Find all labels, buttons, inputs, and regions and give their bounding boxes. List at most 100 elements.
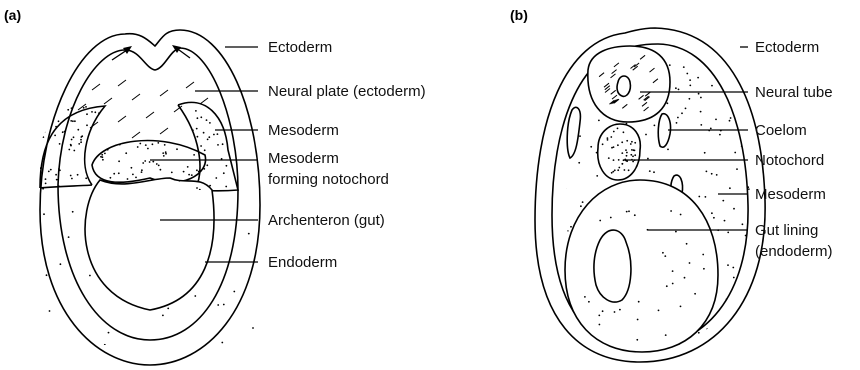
stipple-dot (78, 143, 80, 145)
stipple-dot (67, 109, 69, 111)
stipple-dot (94, 111, 96, 113)
label-neural-plate-a: Neural plate (ectoderm) (268, 83, 426, 100)
stipple-dot (690, 50, 692, 52)
stipple-dot (747, 157, 749, 159)
stipple-dot (746, 132, 748, 134)
label-gut-lining-line2: (endoderm) (755, 243, 833, 260)
stipple-dot (49, 310, 51, 312)
stipple-dot (689, 98, 691, 100)
stipple-dot (102, 123, 104, 125)
stipple-dot (711, 85, 713, 87)
stipple-dot (73, 136, 75, 138)
stipple-dot (672, 283, 674, 285)
stipple-dot (611, 147, 613, 149)
stipple-dot (741, 145, 743, 147)
stipple-dot (721, 53, 723, 55)
stipple-dot (127, 178, 129, 180)
stipple-dot (51, 104, 53, 106)
stipple-dot (222, 143, 224, 145)
stipple-dot (191, 174, 193, 176)
stipple-dot (193, 154, 195, 156)
stipple-dot (631, 149, 633, 151)
stipple-dot (612, 171, 614, 173)
stipple-dot (85, 177, 87, 179)
stipple-dot (613, 159, 615, 161)
stipple-dot (83, 107, 85, 109)
stipple-dot (228, 112, 230, 114)
stipple-dot (218, 111, 220, 113)
stipple-dot (573, 92, 575, 94)
stipple-dot (59, 143, 61, 145)
stipple-dot (617, 144, 619, 146)
stipple-dot (176, 148, 178, 150)
stipple-dot (602, 143, 604, 145)
stipple-dot (200, 97, 202, 99)
stipple-dot (100, 138, 102, 140)
stipple-dot (223, 304, 225, 306)
stipple-dot (200, 116, 202, 118)
stipple-dot (632, 155, 634, 157)
stipple-dot (197, 136, 199, 138)
stipple-dot (87, 166, 89, 168)
stipple-dot (742, 316, 744, 318)
stipple-dot (630, 154, 632, 156)
stipple-dot (719, 339, 721, 341)
stipple-dot (557, 232, 559, 234)
stipple-dot (732, 291, 734, 293)
stipple-dot (558, 301, 560, 303)
stipple-dot (167, 308, 169, 310)
panel-a: (a) (4, 7, 426, 365)
stipple-dot (158, 165, 160, 167)
stipple-dot (182, 167, 184, 169)
stipple-dot (749, 176, 751, 178)
stipple-dot (89, 162, 91, 164)
stipple-dot (171, 172, 173, 174)
neural-plate-dashes (78, 80, 208, 138)
stipple-dot (237, 146, 239, 148)
gut-lining (565, 180, 718, 352)
stipple-dot (606, 350, 608, 352)
stipple-dot (80, 139, 82, 141)
stipple-dot (176, 154, 178, 156)
stipple-dot (630, 143, 632, 145)
stipple-dot (698, 196, 700, 198)
stipple-dot (44, 131, 46, 133)
stipple-dot (745, 235, 747, 237)
stipple-dot (578, 99, 580, 101)
stipple-dot (721, 319, 723, 321)
stipple-dot (565, 187, 567, 189)
stipple-dot (599, 324, 601, 326)
stipple-dot (204, 149, 206, 151)
stipple-dot (623, 131, 625, 133)
stipple-dot (48, 139, 50, 141)
stipple-dot (91, 157, 93, 159)
neural-fold-arrows (112, 45, 190, 60)
stipple-dot (618, 159, 620, 161)
stipple-dot (724, 220, 726, 222)
stipple-dot (741, 278, 743, 280)
panel-a-tag: (a) (4, 7, 21, 23)
stipple-dot (716, 174, 718, 176)
stipple-dot (190, 135, 192, 137)
stipple-dot (678, 89, 680, 91)
stipple-dot (144, 129, 146, 131)
stipple-dot (705, 196, 707, 198)
stipple-dot (81, 135, 83, 137)
stipple-dot (670, 210, 672, 212)
stipple-dot (70, 120, 72, 122)
stipple-dot (709, 332, 711, 334)
stipple-dot (232, 151, 234, 153)
stipple-dot (197, 117, 199, 119)
stipple-dot (163, 133, 165, 135)
stipple-dot (555, 308, 557, 310)
stipple-dot (736, 168, 738, 170)
stipple-dot (744, 76, 746, 78)
stipple-dot (213, 134, 215, 136)
stipple-dot (180, 101, 182, 103)
stipple-dot (180, 115, 182, 117)
stipple-dot (619, 309, 621, 311)
stipple-dot (86, 113, 88, 115)
stipple-dot (183, 167, 185, 169)
stipple-dot (628, 169, 630, 171)
